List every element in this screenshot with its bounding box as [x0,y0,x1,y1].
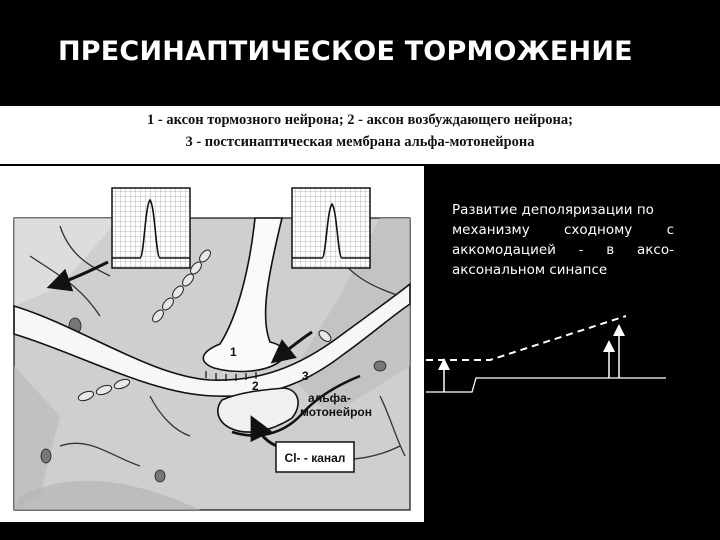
oscilloscope-right [292,188,370,268]
threshold-dashed-line [426,316,626,360]
note-line-1: Развитие деполяризации по [452,200,674,220]
depolarization-note: Развитие деполяризации по механизму сход… [452,200,674,280]
channel-label: Cl- - канал [285,451,346,465]
note-line-4: аксональном синапсе [452,260,674,280]
label-3: 3 [302,369,309,383]
slide-title: ПРЕСИНАПТИЧЕСКОЕ ТОРМОЖЕНИЕ [58,36,633,67]
note-line-2: механизму сходному с [452,220,674,240]
label-2: 2 [252,379,259,393]
depolarization-graph [420,300,680,405]
neuron-label-line-2: мотонейрон [300,405,372,419]
note-line-3: аккомодацией - в аксо- [452,240,674,260]
label-1: 1 [230,345,237,359]
caption-line-1: 1 - аксон тормозного нейрона; 2 - аксон … [0,112,720,129]
caption-box: 1 - аксон тормозного нейрона; 2 - аксон … [0,106,720,164]
membrane-potential-line [426,378,666,392]
neuron-label-line-1: альфа- [308,391,351,405]
oscilloscope-left [112,188,190,268]
synapse-illustration: 1 2 3 альфа- мотонейрон Cl- - канал [0,166,424,522]
caption-line-2: 3 - постсинаптическая мембрана альфа-мот… [0,134,720,151]
